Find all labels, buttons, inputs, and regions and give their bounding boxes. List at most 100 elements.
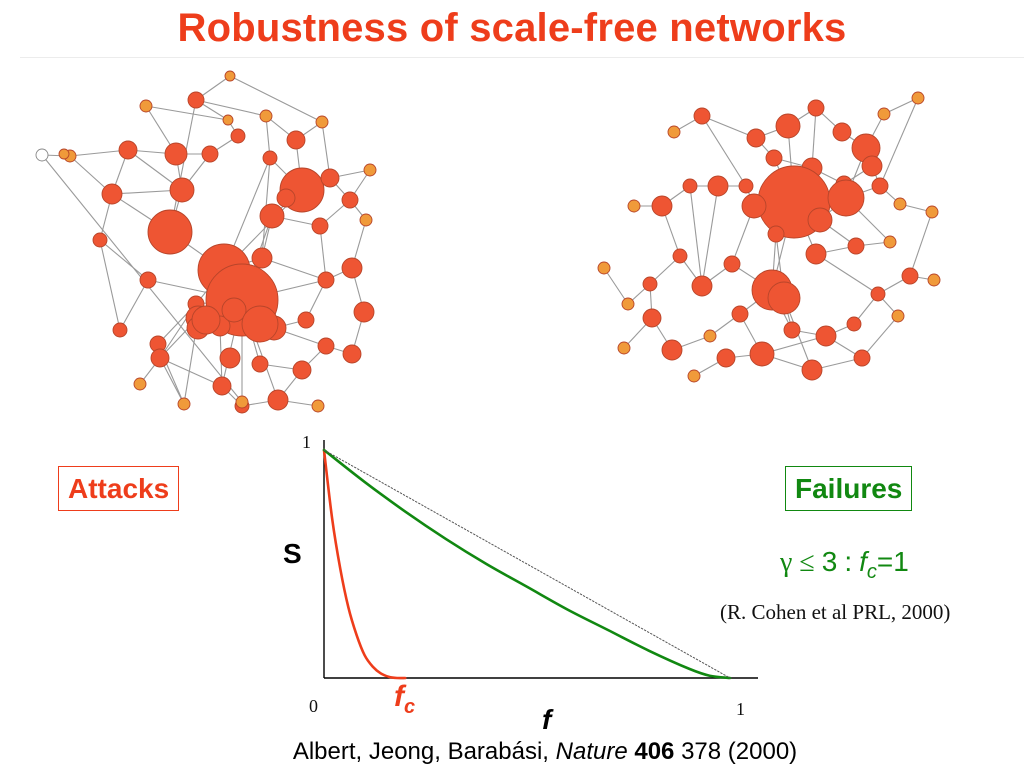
network-node: [807, 99, 825, 117]
network-node: [133, 377, 147, 391]
network-node: [707, 175, 729, 197]
network-node: [363, 163, 377, 177]
network-node: [353, 301, 375, 323]
network-node: [746, 128, 766, 148]
y-tick-label-1: 1: [302, 432, 311, 452]
network-node: [672, 248, 688, 264]
network-node: [815, 325, 837, 347]
reference: Albert, Jeong, Barabási, Nature 406 378 …: [0, 738, 1024, 766]
network-node: [627, 199, 641, 213]
network-edge: [909, 211, 933, 277]
network-edge: [119, 279, 149, 331]
network-node: [827, 179, 865, 217]
network-node: [222, 114, 234, 126]
title-divider: [20, 57, 1024, 58]
series-line-green-failures: [322, 448, 732, 680]
reference-journal: Nature: [555, 738, 628, 765]
network-node: [297, 311, 315, 329]
network-node: [112, 322, 128, 338]
network-node: [286, 130, 306, 150]
network-node: [221, 297, 247, 323]
network-node: [741, 193, 767, 219]
network-node: [259, 109, 273, 123]
network-node: [311, 399, 325, 413]
network-node: [738, 178, 754, 194]
formula-colon: :: [844, 546, 853, 577]
network-node: [832, 122, 852, 142]
network-node: [693, 107, 711, 125]
network-node: [883, 235, 897, 249]
formula-leq: ≤: [799, 547, 815, 578]
network-edge: [689, 185, 703, 287]
network-edge: [195, 99, 267, 117]
network-node: [92, 232, 108, 248]
network-edge: [261, 257, 327, 281]
robustness-chart: [322, 440, 758, 680]
network-node: [317, 271, 335, 289]
network-node: [187, 91, 205, 109]
formula-gamma: γ: [780, 547, 793, 578]
network-node: [891, 309, 905, 323]
fc-annotation-sub: c: [404, 696, 416, 718]
network-edge: [319, 225, 327, 281]
network-edge: [861, 315, 899, 359]
network-edge: [701, 185, 719, 287]
network-node: [723, 255, 741, 273]
network-edge: [229, 75, 323, 123]
network-node: [703, 329, 717, 343]
attacks-label: Attacks: [58, 466, 180, 511]
network-node: [341, 191, 359, 209]
network-edge: [701, 115, 747, 187]
network-node: [139, 99, 153, 113]
network-node: [191, 305, 221, 335]
network-edge: [69, 149, 129, 157]
formula-eq: =1: [876, 546, 909, 577]
network-node: [276, 188, 296, 208]
network-node: [642, 276, 658, 292]
citation: (R. Cohen et al PRL, 2000): [720, 600, 951, 624]
network-node: [292, 360, 312, 380]
network-node: [642, 308, 662, 328]
network-node: [767, 225, 785, 243]
network-node: [320, 168, 340, 188]
network-node: [359, 213, 373, 227]
network-node: [342, 344, 362, 364]
network-node: [267, 389, 289, 411]
network-node: [617, 341, 631, 355]
network-node: [925, 205, 939, 219]
network-node: [35, 148, 49, 162]
reference-rest: 378 (2000): [681, 738, 798, 765]
network-node: [251, 355, 269, 373]
network-node: [235, 395, 249, 409]
network-attacks-graph: [35, 70, 377, 414]
network-node: [901, 267, 919, 285]
series-line-red-attacks: [322, 448, 407, 680]
network-node: [682, 178, 698, 194]
reference-authors: Albert, Jeong, Barabási,: [292, 738, 549, 765]
network-node: [164, 142, 188, 166]
network-node: [716, 348, 736, 368]
network-node: [147, 209, 193, 255]
network-edge: [603, 267, 629, 305]
network-edge: [99, 239, 149, 281]
network-node: [177, 397, 191, 411]
network-node: [262, 150, 278, 166]
formula-f: f: [859, 546, 867, 577]
x-tick-label-1: 1: [736, 699, 745, 719]
reference-volume: 406: [634, 738, 675, 765]
network-node: [870, 286, 886, 302]
network-failures-graph: [597, 91, 941, 383]
network-edge: [145, 105, 229, 121]
network-node: [169, 177, 195, 203]
network-edge: [815, 253, 879, 295]
network-node: [241, 305, 279, 343]
formula-f-sub: c: [866, 561, 877, 583]
series-line-dotted-reference: [323, 449, 731, 679]
network-node: [893, 197, 907, 211]
network-node: [58, 148, 70, 160]
network-node: [927, 273, 941, 287]
network-node: [259, 203, 285, 229]
network-node: [861, 155, 883, 177]
network-node: [767, 281, 801, 315]
network-node: [765, 149, 783, 167]
